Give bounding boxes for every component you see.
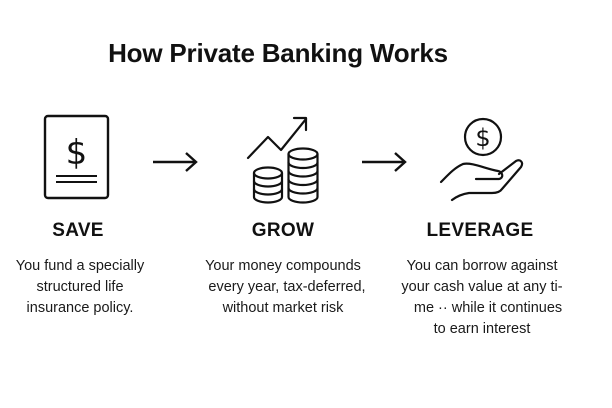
description-line: me ·· while it continues [413, 300, 563, 316]
step-heading-leverage: LEVERAGE [426, 220, 534, 241]
coin-stack-large [289, 149, 318, 203]
hand-palm [441, 164, 502, 182]
page-title: How Private Banking Works [108, 38, 448, 68]
hand-fingers [452, 160, 522, 200]
hand-coin-icon: $ [436, 112, 532, 208]
description-line: You can borrow against [406, 258, 558, 274]
step-description-save: You fund a specially structured life ins… [0, 256, 180, 319]
step-heading-grow: GROW [251, 220, 315, 241]
description-line: You fund a specially [15, 258, 145, 274]
step-description-grow: Your money compounds every year, tax-def… [183, 256, 383, 319]
description-line: every year, tax-deferred, [208, 279, 366, 295]
document-outline [45, 116, 108, 198]
dollar-sign: $ [66, 133, 88, 173]
step-description-leverage: You can borrow against your cash value a… [382, 256, 582, 340]
description-line: insurance policy. [26, 300, 134, 316]
coins-growth-icon [244, 112, 324, 208]
description-line: without market risk [222, 300, 344, 316]
description-line: your cash value at any ti- [401, 279, 563, 295]
arrow-right-icon [150, 150, 200, 174]
description-line: Your money compounds [205, 258, 361, 274]
coin-circle [465, 119, 501, 155]
description-line: structured life [36, 279, 124, 295]
coin-stack-small [254, 168, 282, 203]
description-line: to earn interest [433, 321, 531, 337]
arrow-right-icon [359, 150, 409, 174]
trend-arrowhead [294, 118, 306, 130]
document-dollar-icon: $ [40, 112, 116, 204]
step-heading-save: SAVE [52, 220, 104, 241]
coin-dollar-sign: $ [475, 124, 490, 152]
trend-line [248, 119, 306, 158]
